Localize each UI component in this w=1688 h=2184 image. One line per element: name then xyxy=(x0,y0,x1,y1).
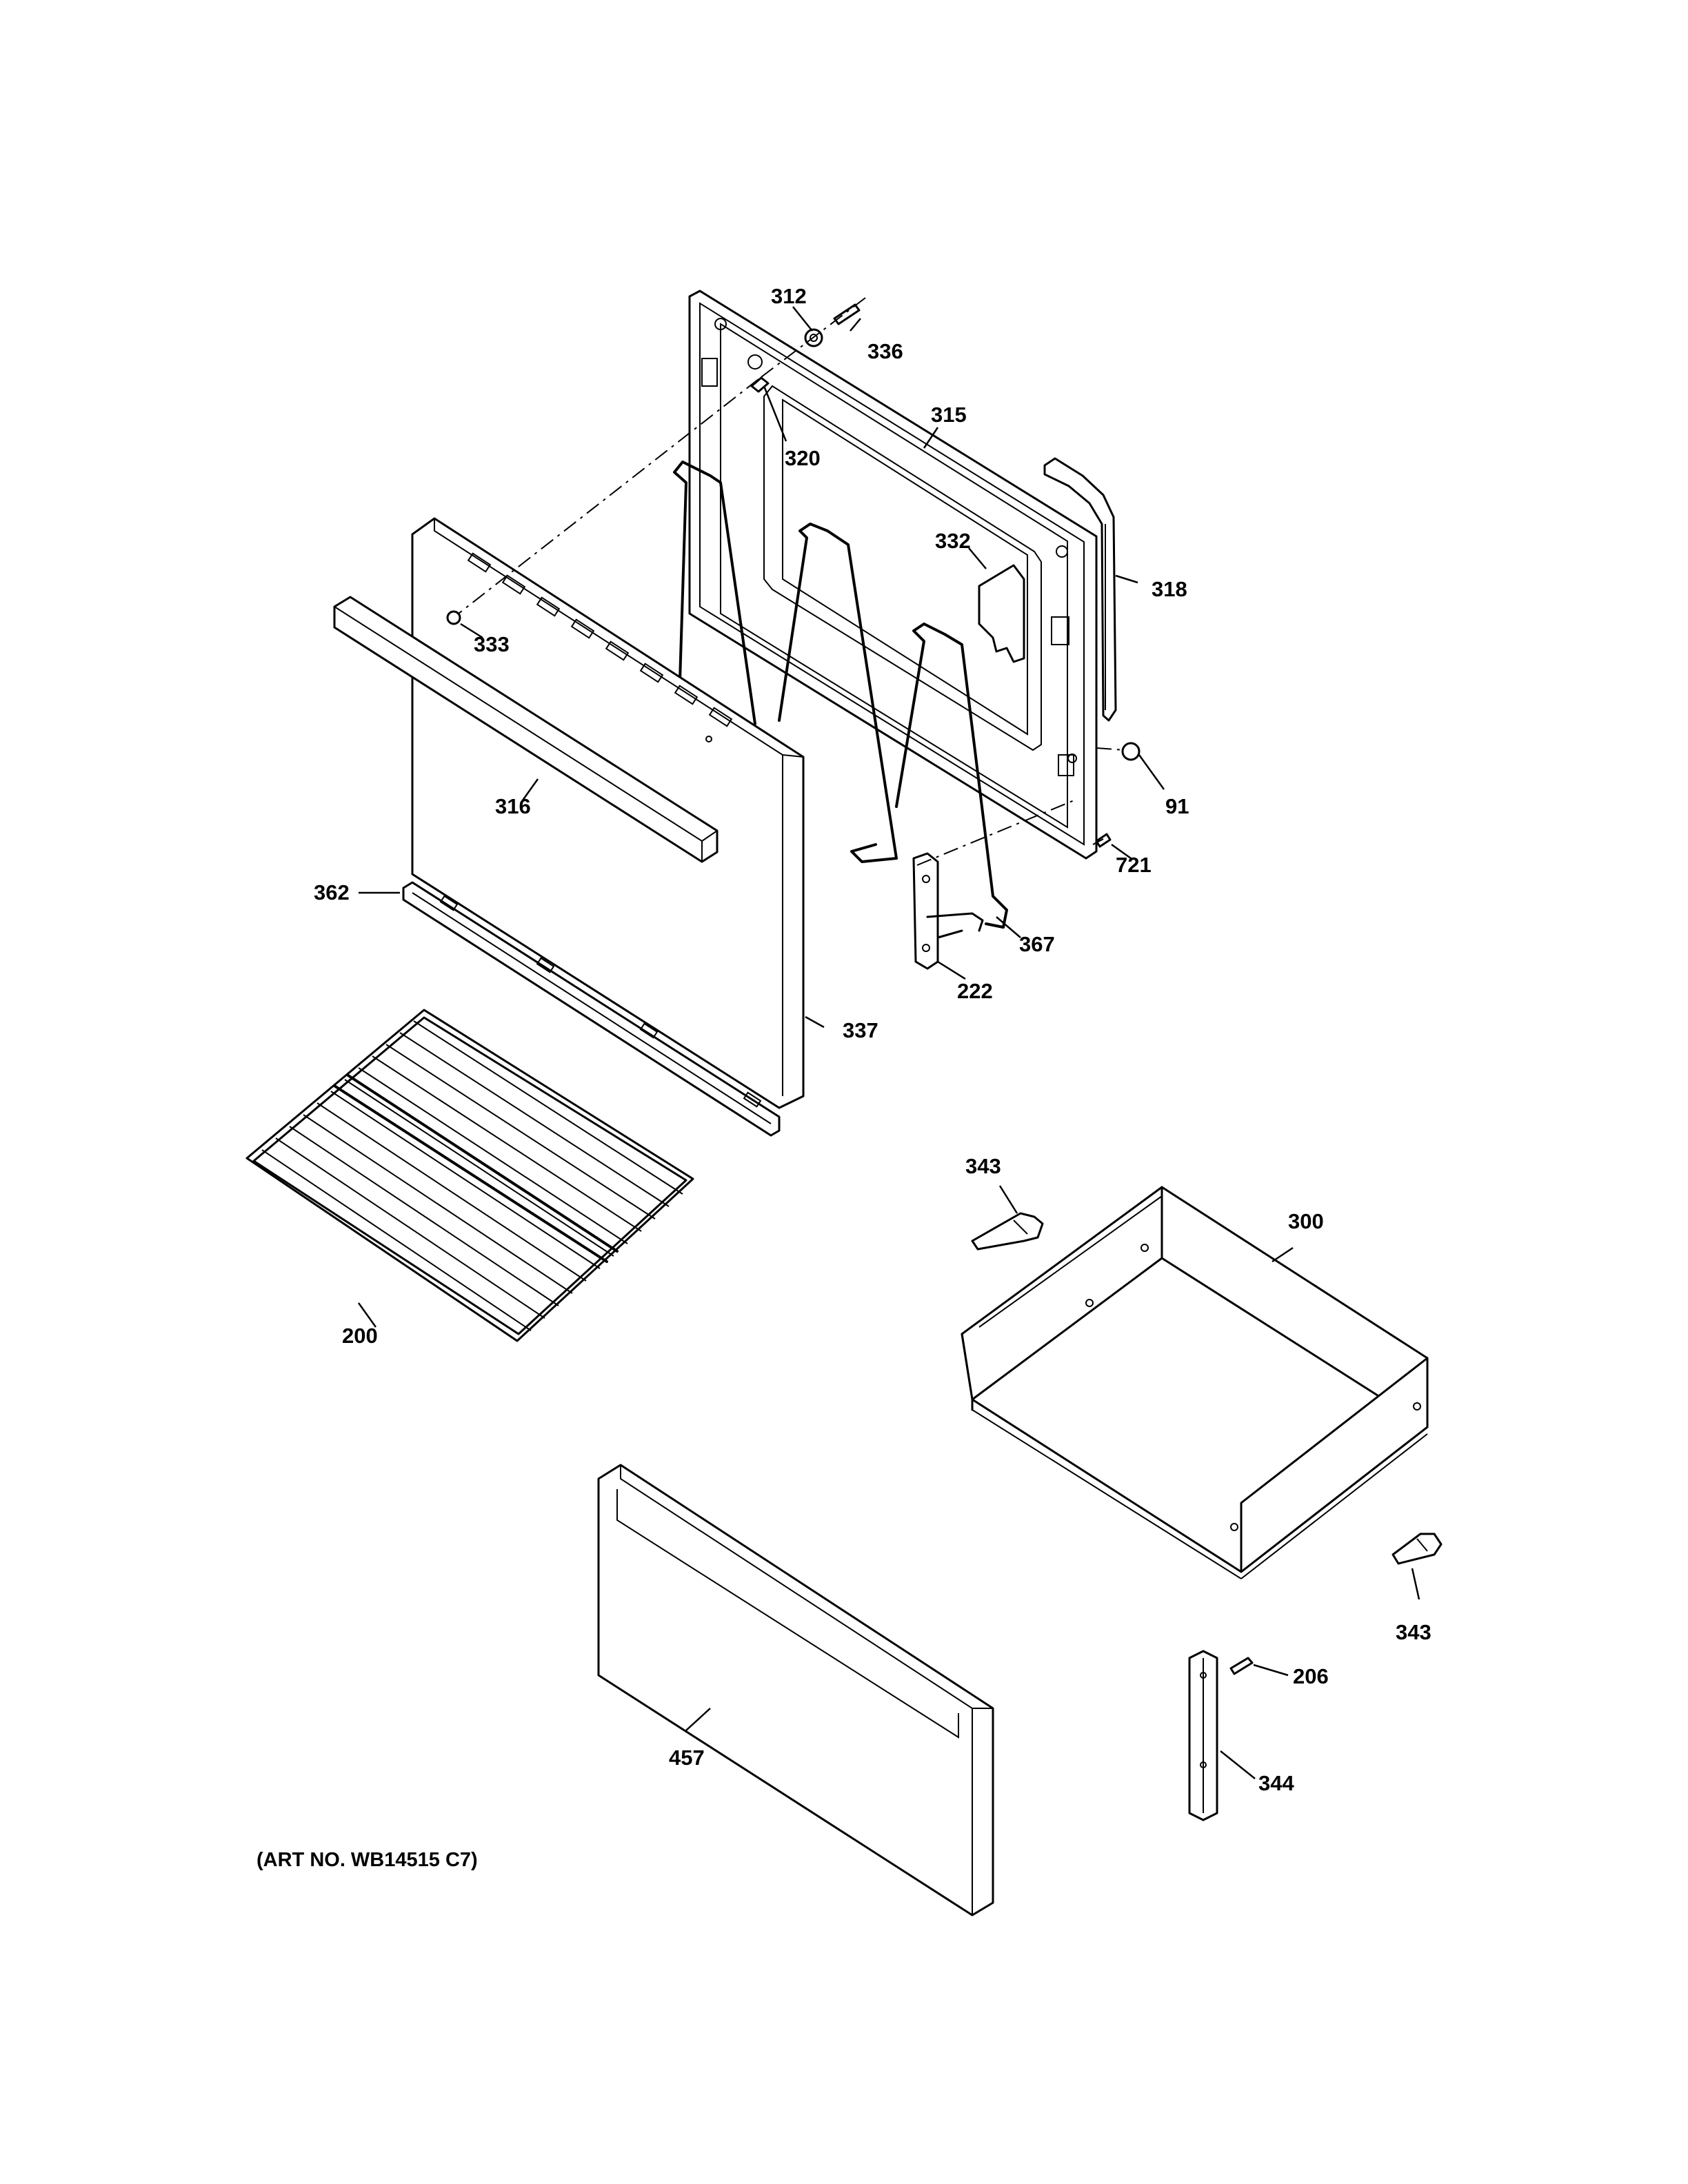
callout-337: 337 xyxy=(843,1018,878,1042)
callout-332: 332 xyxy=(935,529,971,553)
door-gasket-strip xyxy=(1043,457,1117,722)
callout-316: 316 xyxy=(495,794,531,818)
callout-91: 91 xyxy=(1165,794,1189,818)
callout-312: 312 xyxy=(771,284,807,308)
leader-lines xyxy=(357,306,1420,1779)
drawer-slide-right xyxy=(1391,1533,1443,1565)
door-handle xyxy=(333,596,719,863)
callout-222: 222 xyxy=(957,979,993,1003)
callout-336: 336 xyxy=(867,339,903,363)
door-hinge xyxy=(912,852,984,970)
storage-drawer xyxy=(961,1186,1429,1579)
inner-door-panel xyxy=(688,290,1098,860)
callout-362: 362 xyxy=(314,880,350,904)
door-vent-slots xyxy=(467,552,733,727)
drawer-rail xyxy=(1188,1650,1218,1821)
assembly-lines xyxy=(458,297,1125,866)
callout-721: 721 xyxy=(1116,853,1152,877)
callout-300: 300 xyxy=(1288,1209,1324,1233)
outer-door xyxy=(411,517,805,1109)
stud-320 xyxy=(750,376,770,393)
door-hinge-wires xyxy=(673,461,1008,929)
door-bottom-trim xyxy=(402,881,781,1137)
oven-rack xyxy=(245,1009,694,1342)
screw-206 xyxy=(1229,1657,1254,1675)
screw-336 xyxy=(833,303,861,325)
door-fastener xyxy=(446,610,461,625)
callout-318: 318 xyxy=(1152,577,1187,601)
callout-343-top: 343 xyxy=(965,1154,1001,1178)
insulation-block xyxy=(978,564,1025,663)
callout-367: 367 xyxy=(1019,932,1055,956)
callout-344: 344 xyxy=(1258,1771,1294,1795)
screw-721 xyxy=(1095,833,1112,848)
drawer-slide-left xyxy=(971,1212,1044,1251)
art-number: (ART NO. WB14515 C7) xyxy=(257,1849,478,1871)
callout-200: 200 xyxy=(342,1324,378,1348)
rack-wires xyxy=(261,1020,683,1331)
callout-315: 315 xyxy=(931,403,967,427)
callout-333: 333 xyxy=(474,632,510,656)
plug-91 xyxy=(1121,742,1141,761)
fastener-group-top xyxy=(750,303,861,393)
drawer-front-panel xyxy=(597,1464,994,1917)
callout-343-bottom: 343 xyxy=(1396,1620,1431,1644)
callout-206: 206 xyxy=(1293,1664,1329,1688)
callout-457: 457 xyxy=(669,1746,705,1770)
callout-labels: 312 336 315 320 332 318 333 316 91 721 3… xyxy=(314,284,1431,1795)
callout-320: 320 xyxy=(785,446,821,470)
